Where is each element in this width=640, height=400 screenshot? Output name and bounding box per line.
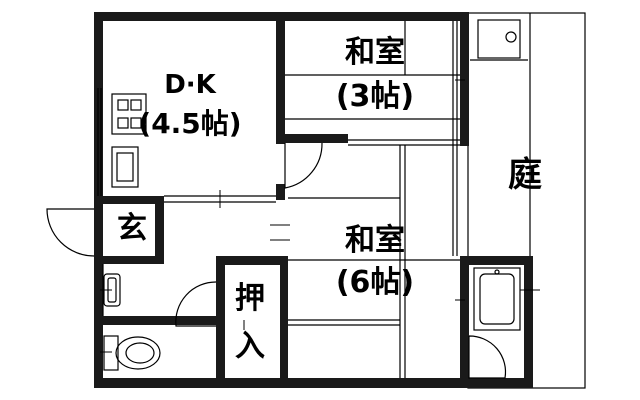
- washitsu-large-size: (6帖): [335, 265, 415, 300]
- dk-room-size: (4.5帖): [138, 107, 242, 140]
- garden-label: 庭: [508, 155, 542, 195]
- toilet-icon: [103, 335, 161, 371]
- bathtub: [473, 267, 521, 331]
- closet-label-bottom: 入: [235, 329, 265, 364]
- dk-room-name: D·K: [164, 70, 216, 100]
- door-swings: [46, 142, 507, 379]
- interior-walls: [94, 12, 348, 388]
- rail-ticks: [100, 79, 540, 353]
- washitsu-small-name: 和室: [345, 35, 405, 70]
- interior-thin-lines: [97, 21, 460, 378]
- kitchen-sink: [111, 146, 139, 188]
- closet-label-top: 押: [235, 281, 265, 316]
- entrance-label: 玄: [117, 211, 147, 246]
- washitsu-small-size: (3帖): [335, 79, 415, 114]
- washitsu-large-name: 和室: [345, 223, 405, 258]
- kitchen-stove: [111, 93, 147, 135]
- outdoor-faucet: [477, 19, 521, 59]
